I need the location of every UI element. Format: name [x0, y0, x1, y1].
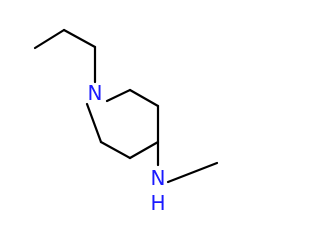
bond-ring-c6-to-n [85, 102, 103, 144]
amine-hydrogen-label: H [150, 191, 165, 215]
ring-nitrogen-label: N [88, 81, 103, 105]
bond-ring-c4-to-c5 [128, 140, 160, 160]
bond-isopropyl-left-methyl [33, 28, 66, 50]
bond-amine-nitrogen-to-methyl [166, 161, 219, 184]
amine-nitrogen-label: N [151, 166, 166, 190]
bond-ring-n-to-c2 [105, 88, 132, 103]
bond-ring-c2-to-c3 [128, 88, 160, 108]
chemical-structure-diagram: N N H [33, 28, 219, 215]
bond-ring-c5-to-c6 [99, 140, 132, 160]
bond-isopropyl-right-methyl [62, 28, 97, 49]
